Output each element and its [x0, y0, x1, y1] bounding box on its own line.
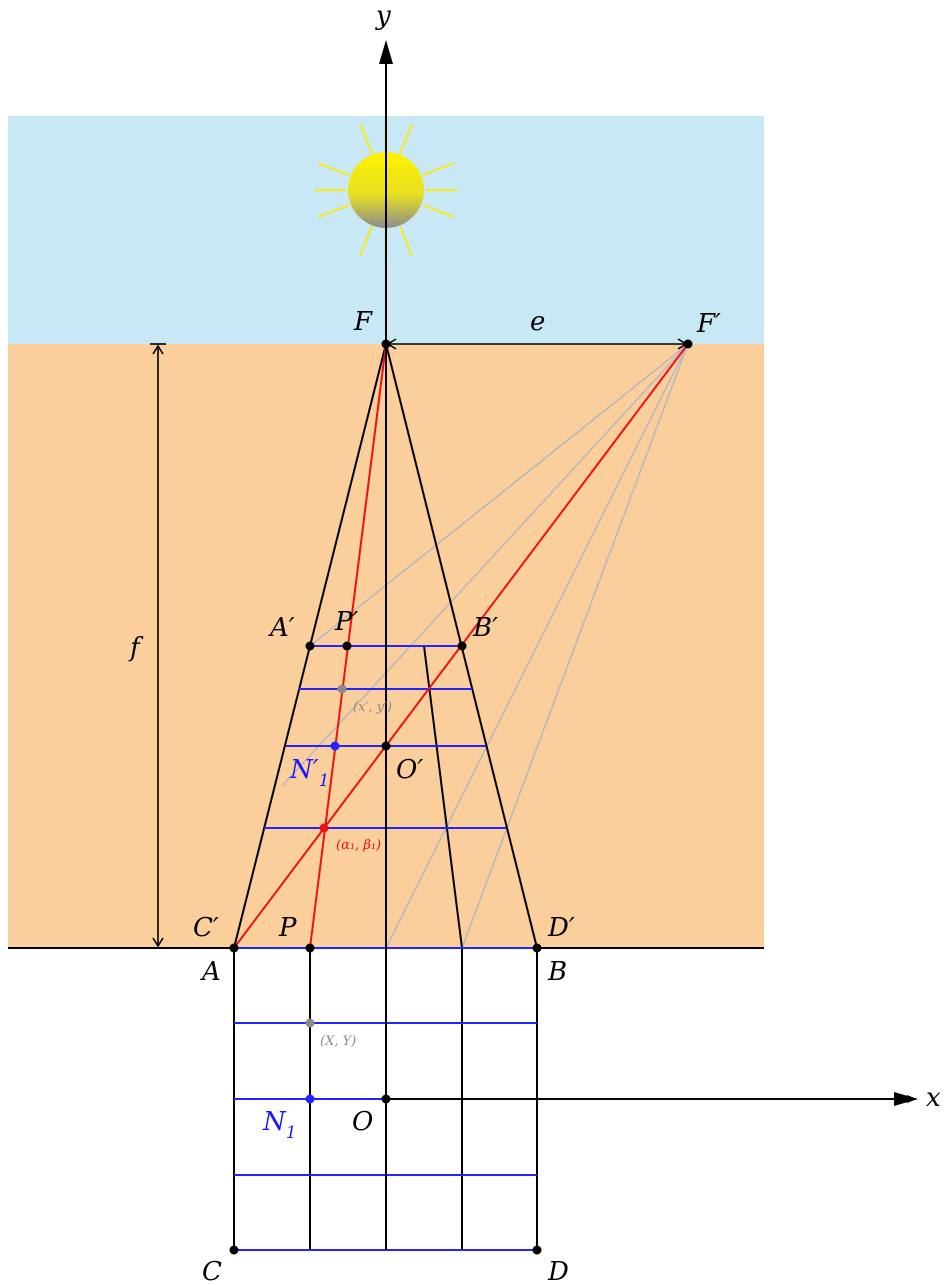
y-axis-label: y	[375, 1, 391, 31]
point-F-prime	[683, 339, 693, 349]
label-B-prime: B′	[472, 613, 498, 643]
label-D: D	[547, 1257, 569, 1285]
y-axis-arrowhead	[379, 40, 393, 64]
point-XY	[305, 1018, 315, 1028]
label-e: e	[530, 307, 545, 337]
f-dimension	[150, 343, 166, 948]
point-A-prime	[305, 641, 315, 651]
point-D-prime	[532, 943, 542, 953]
point-F	[381, 339, 391, 349]
point-N1-prime	[330, 741, 340, 751]
vanishing-rays-gray	[281, 343, 689, 949]
point-P-prime	[342, 641, 352, 651]
point-xy-prime	[337, 684, 347, 694]
label-F: F	[353, 307, 373, 337]
label-O-prime: O′	[396, 755, 423, 785]
label-F-prime: F′	[696, 309, 721, 339]
point-O-prime	[381, 741, 391, 751]
label-A: A	[200, 957, 221, 987]
point-alpha-beta	[319, 823, 329, 833]
point-C	[229, 1245, 239, 1255]
black-points	[229, 339, 693, 1255]
point-C-prime	[229, 943, 239, 953]
sun-icon	[315, 116, 457, 262]
label-xy-prime: (x′, y′)	[353, 700, 392, 715]
label-C: C	[202, 1257, 222, 1285]
label-O: O	[352, 1107, 373, 1137]
point-O	[381, 1094, 391, 1104]
label-alpha-beta: (α₁, β₁)	[336, 838, 381, 853]
label-N1-prime: N′1	[289, 755, 329, 791]
point-N1	[305, 1094, 315, 1104]
label-D-prime: D′	[547, 913, 575, 943]
label-P-prime: P′	[334, 607, 358, 637]
label-P: P	[278, 913, 297, 943]
point-P	[305, 943, 315, 953]
label-A-prime: A′	[268, 613, 295, 643]
x-axis-arrowhead	[894, 1092, 918, 1106]
x-axis-label: x	[926, 1083, 941, 1113]
label-XY: (X, Y)	[320, 1034, 356, 1049]
label-B: B	[547, 957, 567, 987]
point-D	[532, 1245, 542, 1255]
label-C-prime: C′	[193, 913, 219, 943]
label-N1: N1	[262, 1107, 297, 1143]
point-B-prime	[457, 641, 467, 651]
